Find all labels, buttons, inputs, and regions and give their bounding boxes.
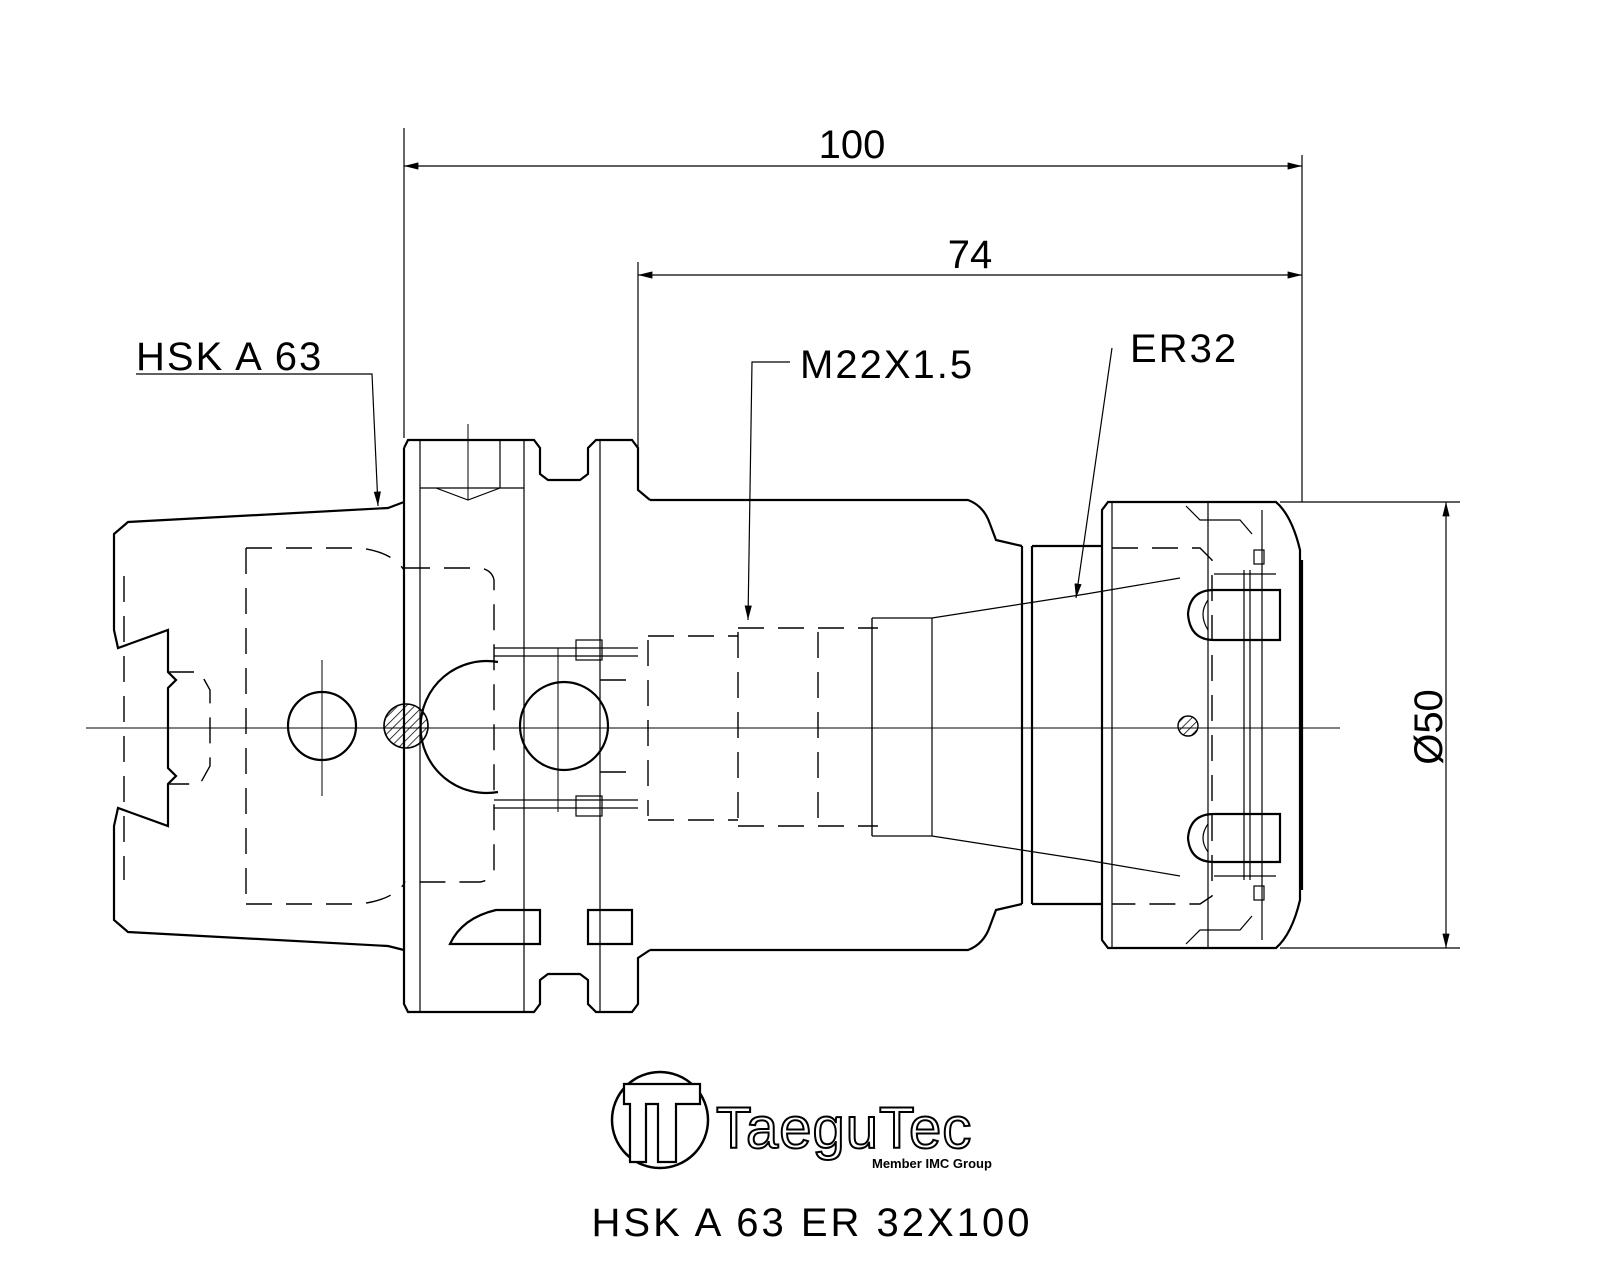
dimension-100-label: 100 bbox=[819, 123, 886, 167]
dimension-diameter-label: Ø50 bbox=[1407, 689, 1451, 765]
collet-callout-label: ER32 bbox=[1130, 327, 1238, 371]
taegutec-logo: TaeguTec Member IMC Group bbox=[610, 1070, 992, 1171]
callout-collet: ER32 bbox=[1074, 327, 1238, 599]
taper-callout-label: HSK A 63 bbox=[136, 335, 323, 379]
collet-nut bbox=[1100, 500, 1304, 950]
brand-name: TaeguTec bbox=[716, 1096, 972, 1161]
tt-monogram-icon bbox=[622, 1082, 702, 1164]
brand-tagline: Member IMC Group bbox=[872, 1156, 992, 1171]
holder-body bbox=[647, 498, 1181, 952]
dimension-gauge-length: 74 bbox=[637, 233, 1302, 490]
dimension-overall-length: 100 bbox=[403, 123, 1303, 502]
callout-taper: HSK A 63 bbox=[136, 335, 381, 507]
drawing-title: HSK A 63 ER 32X100 bbox=[592, 1201, 1033, 1245]
dimension-74-label: 74 bbox=[948, 233, 993, 277]
thread-callout-label: M22X1.5 bbox=[800, 343, 974, 387]
hsk-taper-shank bbox=[112, 500, 429, 952]
dimension-diameter: Ø50 bbox=[1280, 501, 1460, 949]
center-lines bbox=[86, 424, 1340, 812]
flange bbox=[402, 438, 651, 1014]
callout-thread: M22X1.5 bbox=[744, 343, 974, 621]
